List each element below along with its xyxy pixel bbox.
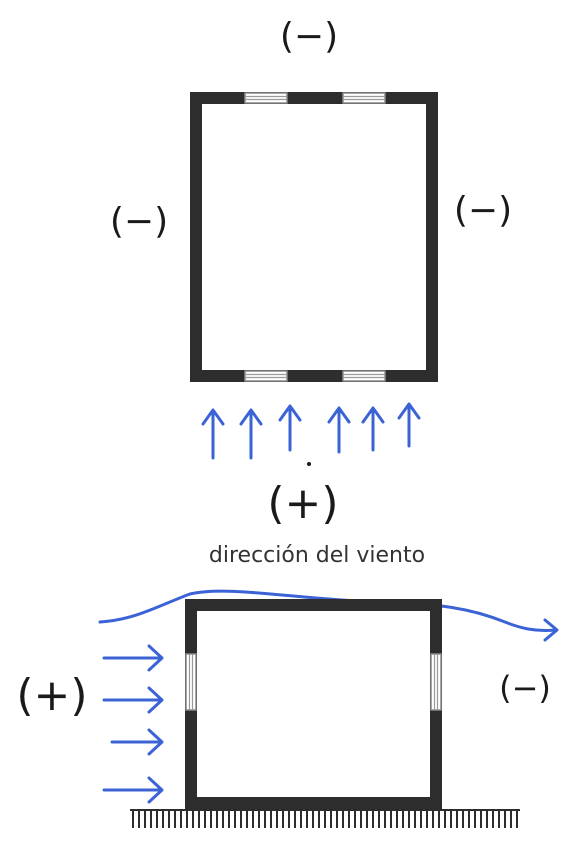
plan-wind-arrows xyxy=(201,402,421,460)
window-icon xyxy=(342,370,386,382)
window-icon xyxy=(185,653,197,711)
wind-arrow-icon xyxy=(361,406,385,452)
wind-arrow-icon xyxy=(102,644,164,672)
wind-arrow-icon xyxy=(110,728,164,756)
wind-arrow-icon xyxy=(543,618,559,642)
plan-view: (−) (−) (−) xyxy=(110,16,512,568)
plan-building-outline xyxy=(190,92,438,382)
window-icon xyxy=(342,92,386,104)
wind-arrow-icon xyxy=(397,402,421,448)
plan-right-pressure-label: (−) xyxy=(454,190,512,231)
wind-arrow-icon xyxy=(201,408,225,460)
plan-left-pressure-label: (−) xyxy=(110,201,168,242)
plan-windward-pressure-label: (+) xyxy=(267,478,338,529)
dot-mark xyxy=(307,462,311,466)
section-windward-pressure-label: (+) xyxy=(16,670,87,721)
wind-arrow-icon xyxy=(239,408,263,460)
wind-arrow-icon xyxy=(327,406,351,454)
window-icon xyxy=(244,92,288,104)
window-icon xyxy=(430,653,442,711)
ground-hatch-icon xyxy=(130,809,520,828)
section-view: (+) (−) xyxy=(16,589,559,828)
section-leeward-pressure-label: (−) xyxy=(499,669,551,707)
wind-arrow-icon xyxy=(278,404,302,452)
section-building-outline xyxy=(185,599,442,809)
window-icon xyxy=(244,370,288,382)
section-wind-arrows xyxy=(102,644,164,804)
wind-arrow-icon xyxy=(102,686,164,714)
wind-direction-caption: dirección del viento xyxy=(209,543,425,568)
wind-arrow-icon xyxy=(102,776,164,804)
plan-top-pressure-label: (−) xyxy=(280,16,338,57)
